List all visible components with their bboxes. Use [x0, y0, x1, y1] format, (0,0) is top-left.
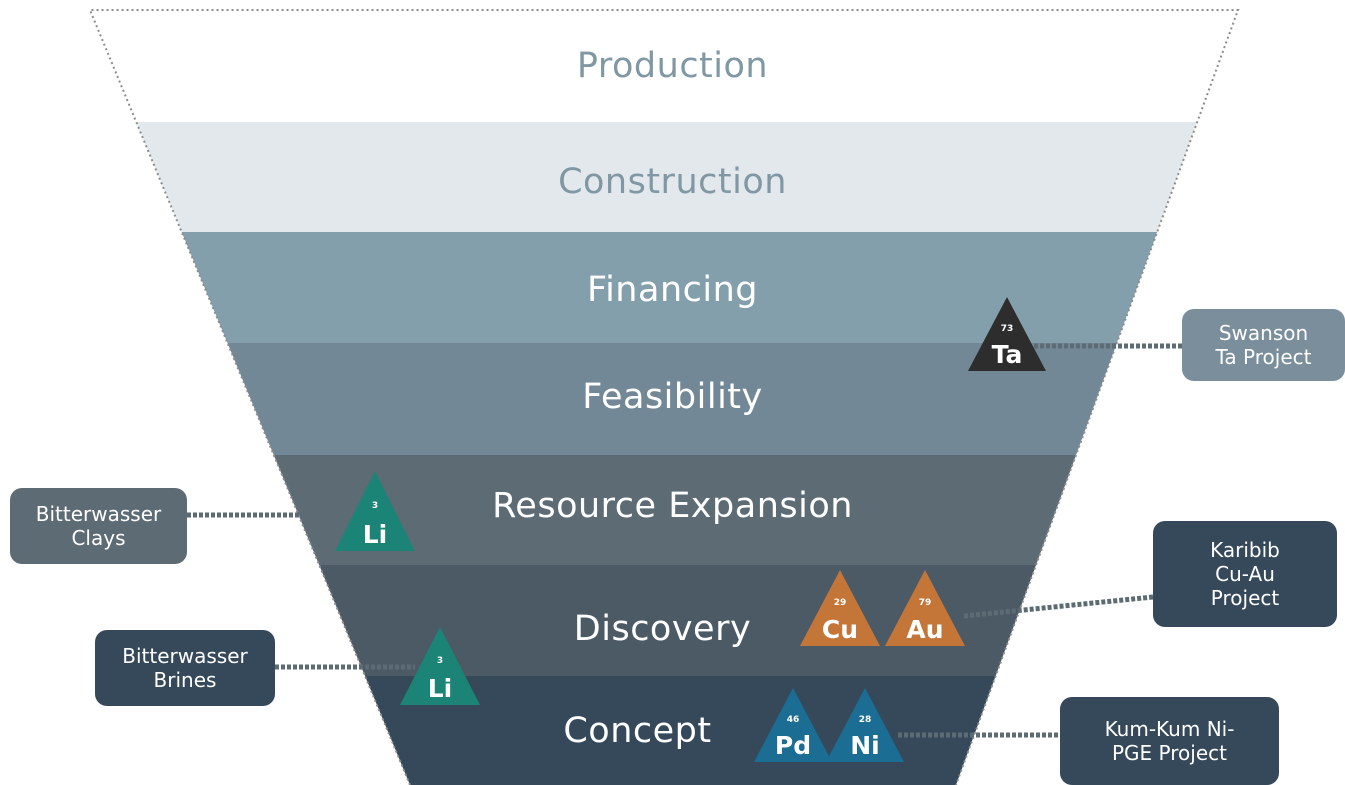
band-production: [90, 10, 1238, 122]
element-triangle-shape: [885, 570, 965, 646]
project-box-line: Cu-Au: [1215, 562, 1275, 586]
stage-label-financing: Financing: [587, 270, 758, 310]
project-box-kum-kum-ni-pge: Kum-Kum Ni- PGE Project: [1060, 697, 1279, 785]
stage-label-construction: Construction: [558, 162, 787, 202]
project-box-line: Clays: [71, 526, 126, 550]
element-symbol: Pd: [775, 731, 811, 760]
band-discovery: [319, 565, 1037, 676]
element-atomic-number: 79: [919, 598, 932, 608]
element-atomic-number: 46: [787, 715, 800, 725]
element-symbol: Ni: [850, 731, 880, 760]
project-box-line: Ta Project: [1215, 345, 1312, 369]
stage-label-discovery: Discovery: [573, 609, 752, 649]
project-box-bitterwasser-brines: Bitterwasser Brines: [95, 630, 275, 706]
element-triangle-li: 3Li: [335, 471, 415, 551]
element-symbol: Cu: [822, 615, 858, 644]
project-box-line: Project: [1210, 586, 1280, 610]
stage-label-concept: Concept: [563, 711, 712, 751]
band-construction: [136, 122, 1198, 232]
project-box-line: Karibib: [1210, 538, 1280, 562]
element-atomic-number: 3: [437, 656, 443, 666]
project-box-line: Bitterwasser: [35, 502, 162, 526]
element-atomic-number: 28: [859, 715, 872, 725]
element-symbol: Au: [906, 615, 943, 644]
project-box-karibib-cu-au: Karibib Cu-Au Project: [1153, 521, 1337, 627]
band-feasibility: [227, 343, 1117, 455]
element-atomic-number: 29: [834, 598, 847, 608]
band-financing: [181, 232, 1158, 343]
project-box-line: Bitterwasser: [122, 644, 248, 668]
project-box-bitterwasser-clays: Bitterwasser Clays: [10, 488, 187, 564]
element-symbol: Li: [363, 520, 388, 549]
element-symbol: Li: [428, 674, 453, 703]
project-box-line: PGE Project: [1112, 741, 1227, 765]
stage-label-feasibility: Feasibility: [582, 377, 763, 417]
project-box-line: Swanson: [1218, 321, 1309, 345]
element-triangle-li: 3Li: [400, 627, 480, 705]
stage-label-production: Production: [576, 46, 769, 86]
element-triangle-shape: [826, 688, 904, 762]
element-triangle-shape: [968, 297, 1046, 371]
element-symbol: Ta: [992, 340, 1023, 369]
band-resource-expansion: [273, 455, 1077, 565]
project-box-line: Brines: [153, 668, 217, 692]
project-box-swanson-ta: Swanson Ta Project: [1182, 309, 1345, 381]
element-triangle-shape: [400, 627, 480, 705]
project-box-line: Kum-Kum Ni-: [1104, 717, 1235, 741]
stage-label-resource-expansion: Resource Expansion: [492, 486, 853, 526]
element-triangle-shape: [335, 471, 415, 551]
element-triangle-shape: [754, 688, 832, 762]
element-atomic-number: 73: [1001, 324, 1014, 334]
element-triangle-shape: [800, 570, 880, 646]
leader-line: [963, 594, 1154, 619]
element-atomic-number: 3: [372, 501, 378, 511]
